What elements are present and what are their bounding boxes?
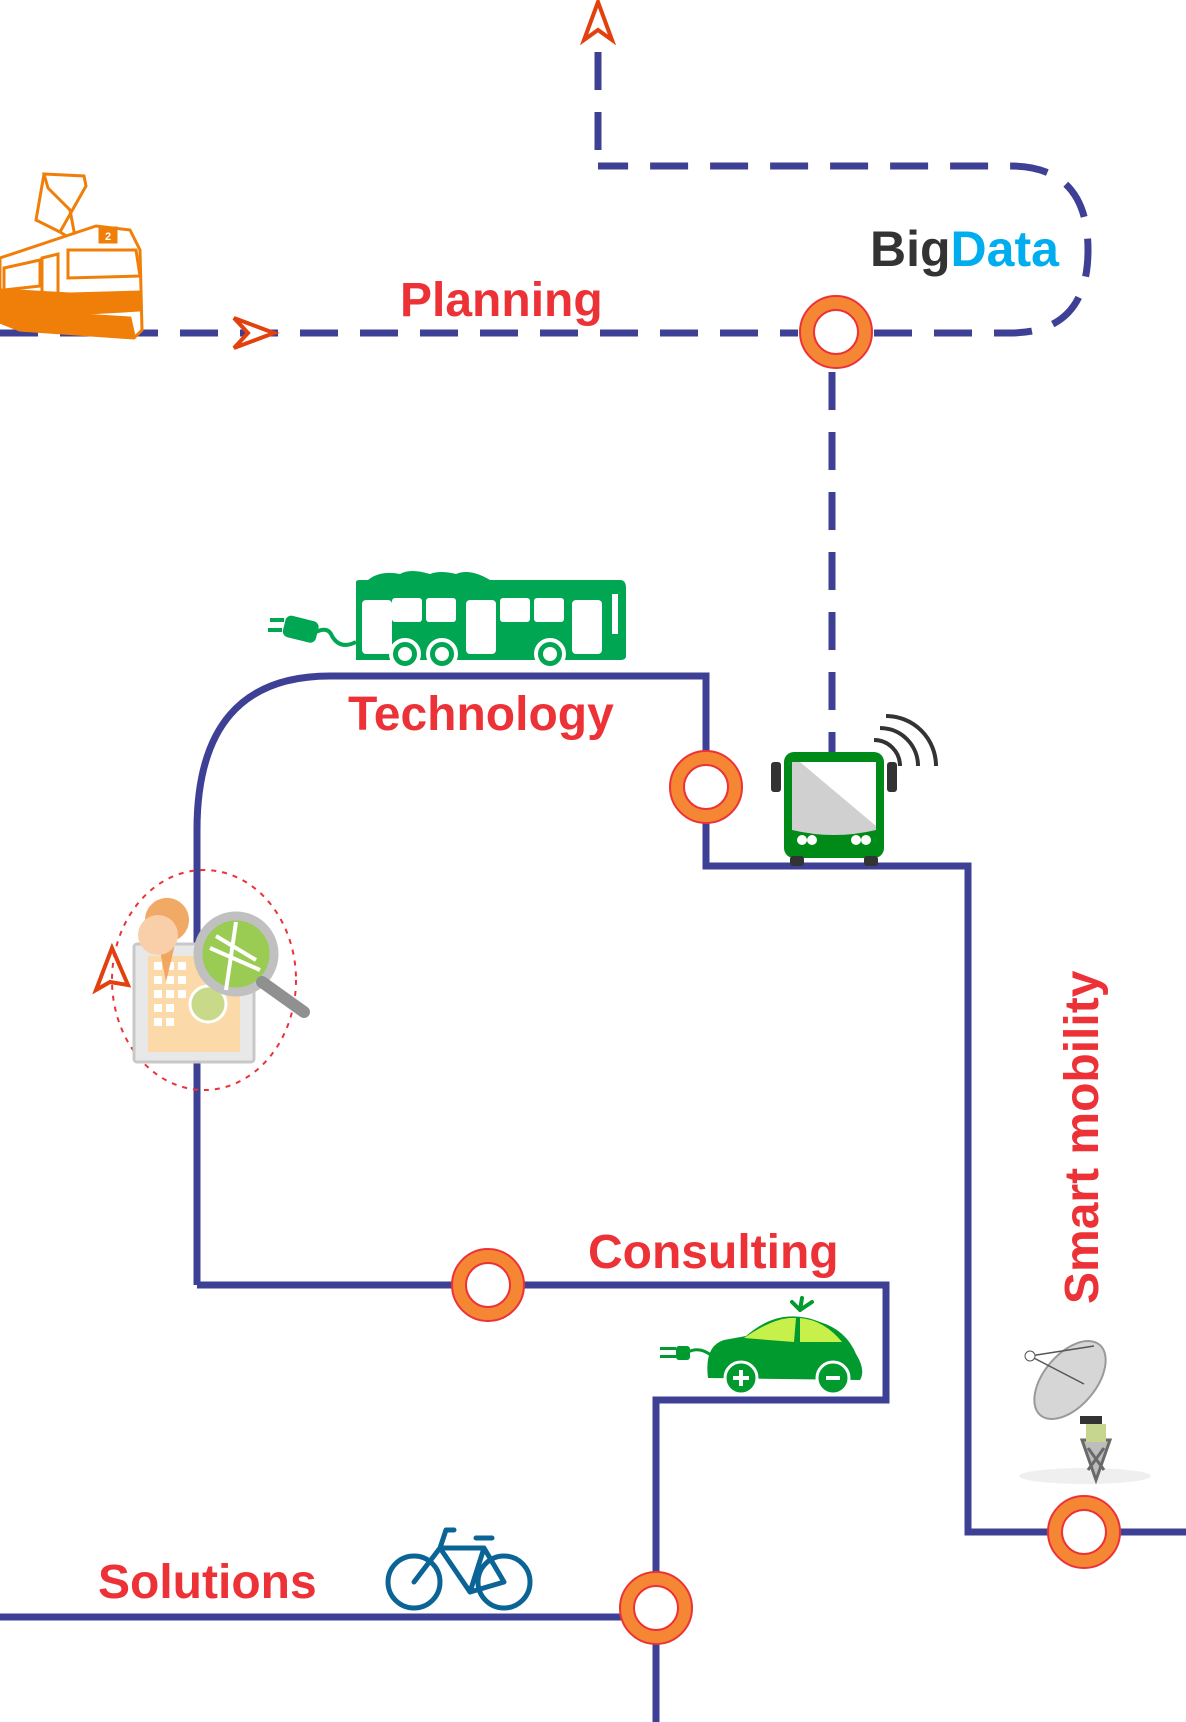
station-consulting[interactable] <box>451 1248 525 1322</box>
tram-route-number: 2 <box>105 231 111 243</box>
station-technology[interactable] <box>669 750 743 824</box>
label-technology: Technology <box>348 688 614 741</box>
arrow-right-icon <box>232 316 280 350</box>
bigdata-loop <box>598 162 1092 337</box>
label-smart-mobility: Smart mobility <box>1056 970 1109 1304</box>
technology-line <box>193 672 1186 1536</box>
solid-routes <box>0 672 1186 1722</box>
stations <box>451 295 1121 1645</box>
label-big: Big <box>870 221 951 277</box>
electric-car-icon <box>660 1296 863 1396</box>
smart-bus-icon <box>771 714 938 866</box>
direction-arrow-icon <box>92 0 617 995</box>
consulting-line <box>197 1281 890 1722</box>
arrow-up-icon <box>579 0 617 46</box>
station-planning-bigdata[interactable] <box>799 295 873 369</box>
satellite-dish-icon <box>1019 1339 1151 1485</box>
bicycle-icon <box>385 1527 533 1611</box>
electric-bus-icon <box>268 571 626 670</box>
tram-icon <box>0 172 144 340</box>
label-planning: Planning <box>400 274 603 327</box>
label-data: Data <box>951 221 1061 277</box>
arrow-map-icon <box>92 942 132 995</box>
station-solutions[interactable] <box>619 1571 693 1645</box>
label-bigdata: BigData <box>870 221 1060 277</box>
station-smart-mobility[interactable] <box>1047 1495 1121 1569</box>
map-search-icon <box>111 869 310 1091</box>
label-solutions: Solutions <box>98 1556 317 1609</box>
label-consulting: Consulting <box>588 1226 839 1279</box>
